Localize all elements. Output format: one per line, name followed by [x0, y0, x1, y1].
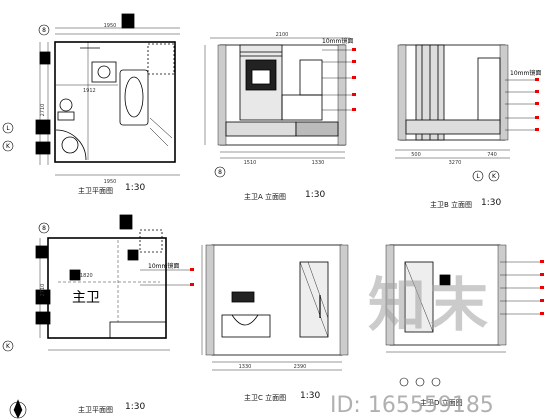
- plan-dim-width: 1950: [104, 23, 117, 29]
- elev-c-dim-1: 1330: [239, 364, 252, 370]
- elev-b-axis-K: K: [492, 173, 497, 180]
- elev-b-dim-2: 3270: [449, 160, 462, 166]
- plan2-dim-height: 2710: [40, 284, 46, 297]
- caption-elev-a: 主卫A 立面图: [244, 193, 287, 201]
- elev-b-mirror-note: 10mm镜面: [510, 69, 541, 77]
- axis-marker-K: K: [6, 143, 11, 150]
- elev-a-dim-2: 1330: [312, 160, 325, 166]
- caption-elev-c-scale: 1:30: [300, 391, 321, 401]
- room-label: 主卫: [72, 290, 100, 306]
- elev-b-dim-1: 500: [411, 152, 421, 158]
- axis-marker-8: 8: [42, 27, 46, 34]
- caption-plan-bottom: 主卫平面图: [78, 406, 113, 414]
- caption-elev-b: 主卫B 立面图: [430, 201, 473, 209]
- caption-elev-c: 主卫C 立面图: [244, 394, 287, 402]
- caption-elev-a-scale: 1:30: [305, 190, 326, 200]
- caption-plan-top: 主卫平面图: [78, 187, 113, 195]
- elevation-b: [395, 44, 535, 159]
- compass-icon: [9, 399, 27, 419]
- plan-top: [35, 13, 180, 176]
- plan-dim-height: 2710: [40, 104, 46, 117]
- elev-c-dim-2: 2390: [294, 364, 307, 370]
- elevation-d: [385, 244, 540, 353]
- axis-marker-L: L: [6, 125, 10, 132]
- caption-plan-bottom-scale: 1:30: [125, 402, 146, 412]
- plan-mirror-note: 10mm镜面: [148, 262, 179, 270]
- plan-dim-inner: 1912: [83, 88, 96, 94]
- elev-a-mirror-note: 10mm镜面: [322, 37, 353, 45]
- elev-a-axis-8: 8: [218, 169, 222, 176]
- plan-bottom: [35, 214, 190, 351]
- watermark-brand: 知末: [368, 271, 493, 339]
- elevation-a: [204, 37, 352, 159]
- caption-elev-b-scale: 1:30: [481, 198, 502, 208]
- elevation-a-leaders: [352, 48, 356, 111]
- caption-plan-top-scale: 1:30: [125, 183, 146, 193]
- plan-dim-bottom: 1950: [104, 179, 117, 185]
- elev-b-axis-L: L: [476, 173, 480, 180]
- plan2-dim-inner: 1820: [80, 273, 93, 279]
- plan2-axis-8: 8: [42, 225, 46, 232]
- elevation-c: [201, 244, 349, 371]
- plan-top-axis-markers: [2, 24, 50, 152]
- plan-top-labels: 1950 1950 2710 1912: [40, 23, 116, 185]
- elev-a-dim-width: 2100: [276, 32, 289, 38]
- elev-b-dim-3: 740: [487, 152, 497, 158]
- watermark-id: ID: 165559185: [330, 393, 494, 418]
- elev-a-dim-1: 1510: [244, 160, 257, 166]
- plan2-axis-K: K: [6, 343, 11, 350]
- caption-elev-d: 主卫D 立面图: [420, 399, 463, 407]
